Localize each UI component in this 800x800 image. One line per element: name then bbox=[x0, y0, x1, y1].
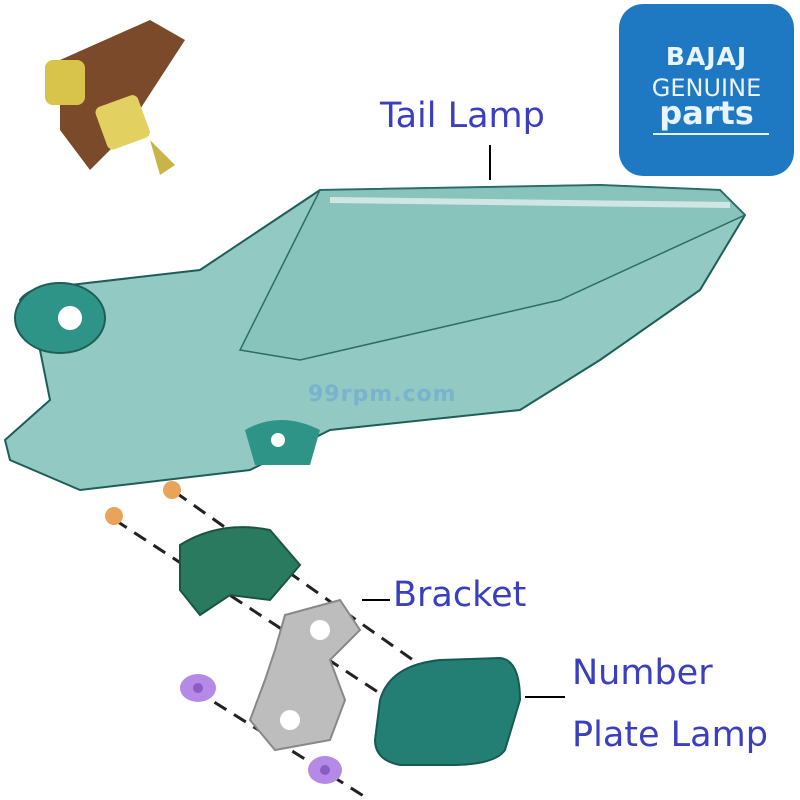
clip-fastener bbox=[45, 20, 185, 175]
logo-underline bbox=[653, 133, 769, 135]
bracket-part bbox=[248, 598, 362, 752]
watermark: 99rpm.com bbox=[308, 382, 457, 407]
logo-parts: parts bbox=[659, 94, 754, 132]
number-plate-lamp-label-line1: Number bbox=[572, 653, 713, 693]
screws bbox=[105, 481, 181, 525]
bajaj-genuine-parts-logo: BAJAJ GENUINE parts bbox=[619, 4, 794, 176]
logo-genuine: GENUINE bbox=[651, 74, 762, 102]
tail-lamp-assembly bbox=[3, 183, 747, 492]
bracket-label: Bracket bbox=[393, 575, 527, 615]
number-plate-lamp-label-line2: Plate Lamp bbox=[572, 715, 768, 755]
grommets bbox=[180, 674, 342, 784]
tail-lamp-label: Tail Lamp bbox=[380, 96, 545, 136]
lamp-mount bbox=[179, 526, 302, 617]
number-plate-lamp-part bbox=[373, 656, 522, 766]
logo-brand: BAJAJ bbox=[665, 42, 748, 71]
